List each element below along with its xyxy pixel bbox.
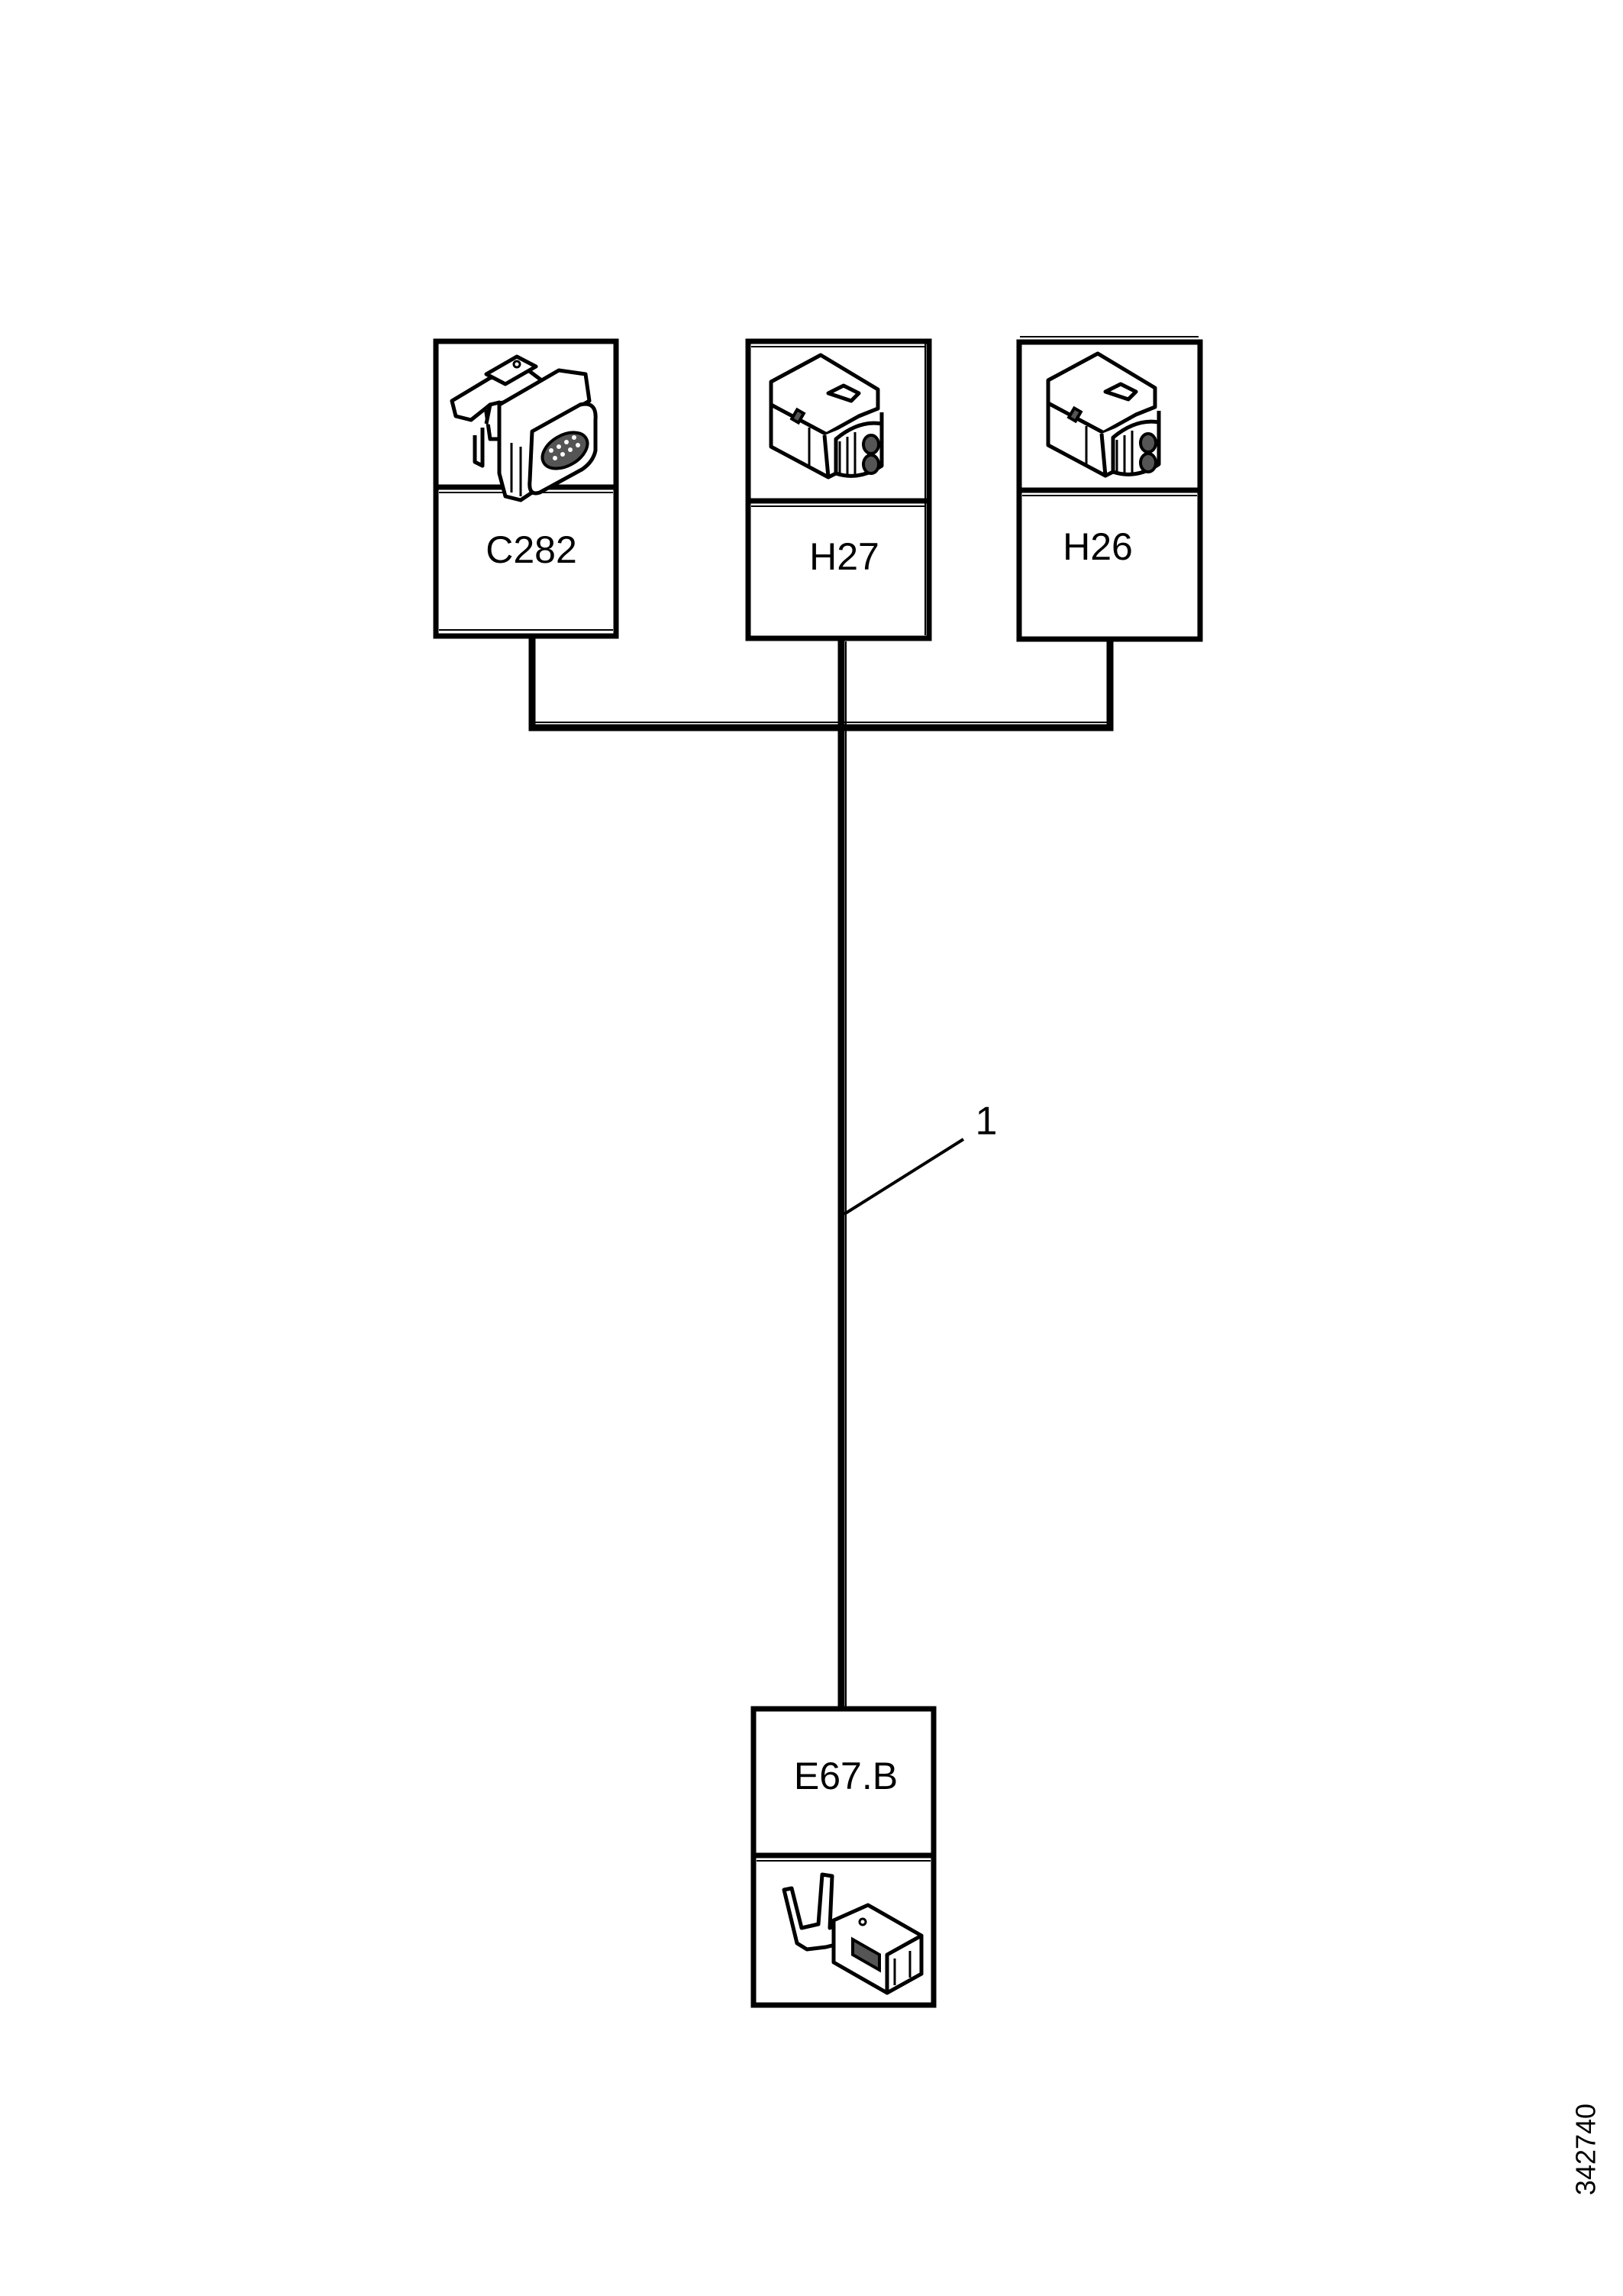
callout-leader-line (843, 1138, 965, 1216)
wire-callout: 1 (843, 1100, 998, 1216)
connector-e67b: E67.B (750, 1706, 937, 2008)
connector-h27-label: H27 (809, 535, 879, 578)
connector-h26-label: H26 (1063, 525, 1133, 568)
two-pin-connector-icon (769, 353, 884, 480)
crimp-terminal-icon (782, 1872, 924, 1995)
wire-harness (528, 635, 1114, 1713)
two-pin-connector-icon (1046, 351, 1161, 478)
connector-c282-label: C282 (486, 528, 577, 571)
multi-pin-connector-icon (450, 354, 598, 502)
connector-h26: H26 (1016, 336, 1203, 642)
figure-id: 342740 (1570, 2104, 1602, 2195)
callout-label: 1 (976, 1100, 998, 1144)
connector-c282: C282 (433, 338, 619, 639)
connector-h27: H27 (745, 338, 932, 641)
connector-e67b-label: E67.B (794, 1755, 898, 1797)
